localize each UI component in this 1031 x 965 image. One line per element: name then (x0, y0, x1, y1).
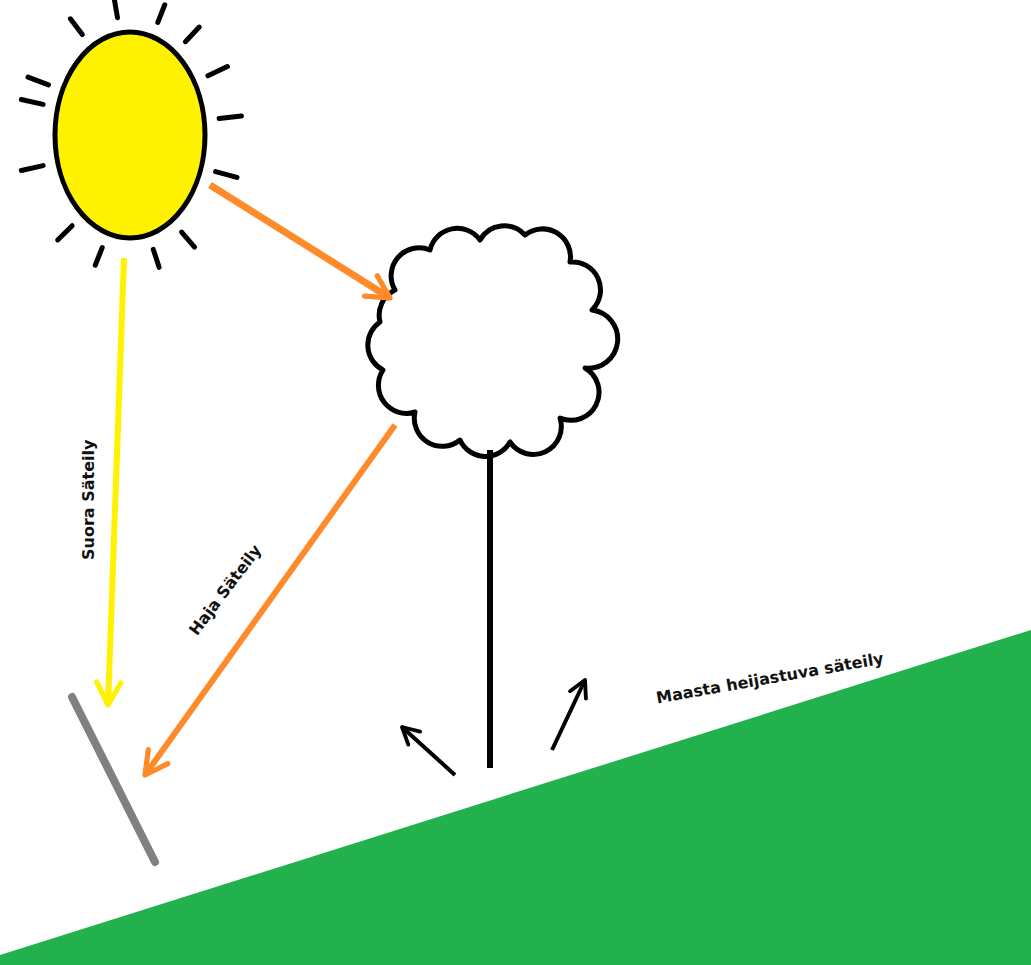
solar-panel (72, 697, 155, 862)
reflected-arrow (402, 727, 455, 775)
diffuse-radiation-arrow (145, 425, 395, 775)
sun-ray (153, 249, 159, 267)
radiation-label: Suora Säteily (79, 440, 98, 560)
reflected-arrow (552, 680, 585, 750)
sun-ray (219, 116, 241, 119)
sun-ray (58, 226, 72, 240)
cloud (368, 226, 618, 457)
direct-radiation-arrow (108, 258, 124, 705)
sun-ray (21, 100, 43, 105)
sun-ray (182, 232, 195, 247)
sun-rays (21, 0, 241, 267)
sun-ray (208, 67, 227, 76)
sun-to-cloud-arrow (210, 185, 390, 298)
sun (55, 32, 205, 238)
sun-ray (216, 172, 237, 178)
sun-ray (21, 166, 43, 171)
sun-ray (95, 248, 102, 266)
sun-ray (114, 0, 117, 18)
ground-slope (0, 630, 1031, 965)
sun-ray (28, 77, 48, 85)
sun-ray (185, 27, 199, 42)
sun-ray (70, 19, 82, 35)
sun-ray (158, 5, 165, 23)
tree-trunk (487, 450, 493, 768)
